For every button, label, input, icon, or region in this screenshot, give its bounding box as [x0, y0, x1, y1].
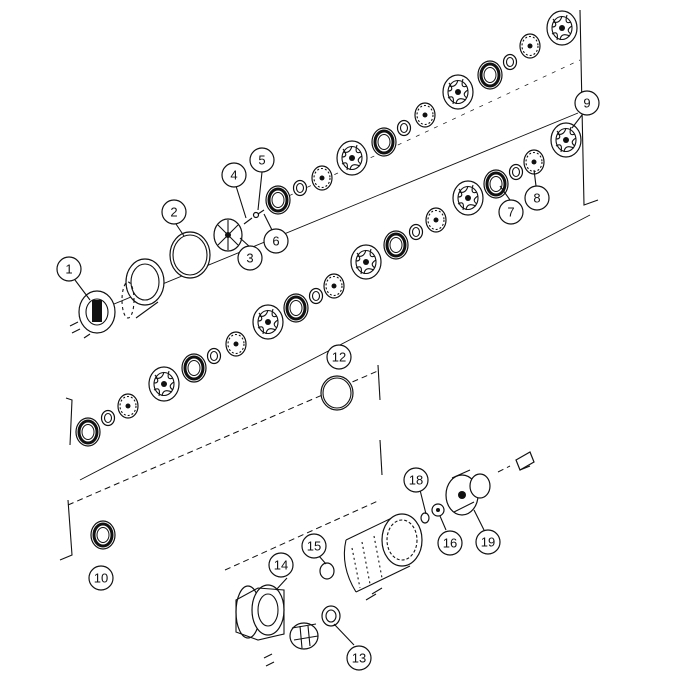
callout-label: 18 [409, 473, 423, 488]
callout-label: 4 [230, 168, 237, 183]
callout-8: 8 [524, 185, 550, 211]
callout-label: 8 [533, 191, 540, 206]
coupling-wheel [213, 218, 243, 252]
callout-9: 9 [574, 90, 600, 116]
small-fasteners [243, 209, 265, 225]
callout-3: 3 [237, 245, 263, 271]
callout-label: 6 [272, 234, 279, 249]
middle-stage-stack [252, 122, 582, 340]
callout-label: 14 [274, 558, 288, 573]
callout-13: 13 [346, 645, 372, 671]
leader-lines [74, 114, 583, 646]
callout-6: 6 [263, 228, 289, 254]
callout-label: 19 [481, 535, 495, 550]
callout-label: 7 [507, 205, 514, 220]
callout-label: 1 [65, 262, 72, 277]
callout-4: 4 [221, 162, 247, 188]
callout-label: 3 [246, 251, 253, 266]
callout-label: 10 [94, 571, 108, 586]
callout-14: 14 [268, 552, 294, 578]
motor-assembly [235, 451, 535, 667]
end-diffuser [89, 519, 117, 551]
callout-18: 18 [403, 467, 429, 493]
callout-1: 1 [56, 256, 82, 282]
lower-stage-stack [74, 331, 247, 448]
callout-10: 10 [88, 565, 114, 591]
callout-label: 13 [352, 651, 366, 666]
callout-5: 5 [249, 147, 275, 173]
callout-label: 9 [583, 96, 590, 111]
callout-label: 15 [307, 539, 321, 554]
o-ring [169, 231, 211, 279]
pump-sleeve [121, 258, 165, 319]
callout-2: 2 [161, 199, 187, 225]
callout-label: 5 [258, 153, 265, 168]
callout-12: 12 [326, 344, 352, 370]
inlet-housing [69, 290, 116, 339]
upper-stage-stack [264, 10, 578, 216]
callout-7: 7 [498, 199, 524, 225]
callout-label: 2 [170, 205, 177, 220]
callout-19: 19 [475, 529, 501, 555]
callout-label: 12 [332, 350, 346, 365]
callout-label: 16 [443, 536, 457, 551]
bottom-o-ring [320, 375, 354, 411]
callout-16: 16 [437, 530, 463, 556]
callout-15: 15 [301, 533, 327, 559]
